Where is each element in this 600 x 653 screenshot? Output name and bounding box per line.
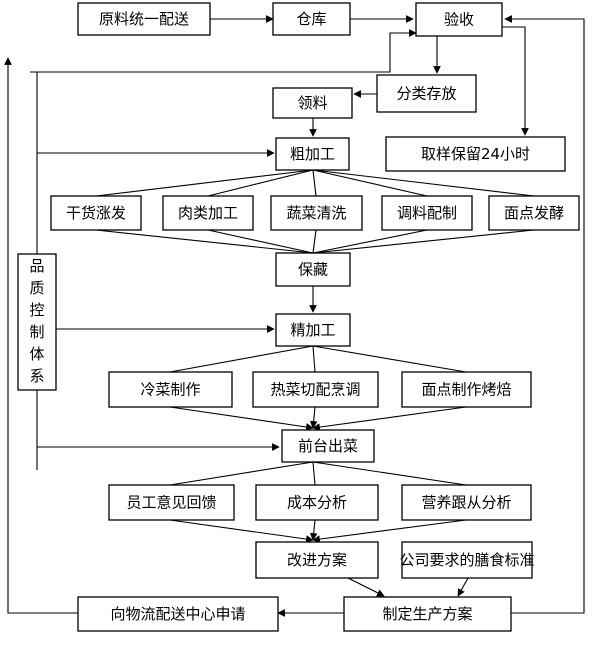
node-bake: 面点制作烤焙 — [401, 371, 532, 408]
edge-serve-nutrition — [312, 461, 467, 486]
edge-feedback-improve — [169, 519, 314, 543]
edge-fine-bake — [312, 345, 467, 373]
quality-control-box: 品 质 控 制 体 系 — [17, 253, 57, 391]
edge-nutrition-improve — [312, 519, 467, 543]
edge-standard-plan — [457, 577, 469, 597]
quality-char-3: 控 — [29, 301, 44, 319]
edge-rough-pastry — [312, 169, 535, 197]
node-rough: 粗加工 — [275, 137, 350, 171]
svg-text:改进方案: 改进方案 — [287, 551, 347, 569]
svg-text:干货涨发: 干货涨发 — [66, 204, 126, 222]
edge-rough-seasoning — [312, 169, 428, 197]
svg-text:前台出菜: 前台出菜 — [298, 437, 358, 455]
node-cost: 成本分析 — [255, 484, 379, 521]
node-requisition: 领料 — [272, 87, 353, 119]
svg-text:调料配制: 调料配制 — [397, 204, 457, 222]
node-improve: 改进方案 — [255, 541, 379, 579]
edge-serve-feedback — [169, 461, 314, 486]
edge-cold-serve — [169, 406, 314, 431]
edge-dry-storage — [95, 229, 314, 254]
edge-rough-veg — [312, 169, 317, 197]
edge-rough-meat — [207, 169, 314, 197]
svg-text:冷菜制作: 冷菜制作 — [140, 381, 200, 399]
quality-char-5: 体 — [29, 345, 44, 363]
edge-seasoning-storage — [312, 229, 428, 254]
svg-text:面点制作烤焙: 面点制作烤焙 — [421, 381, 511, 399]
svg-text:领料: 领料 — [297, 94, 327, 112]
edge-fine-cold — [169, 345, 314, 373]
svg-text:营养跟从分析: 营养跟从分析 — [421, 494, 511, 512]
edge-serve-cost — [312, 461, 316, 486]
edges — [4, 15, 585, 617]
svg-text:取样保留24小时: 取样保留24小时 — [421, 145, 530, 163]
svg-text:制定生产方案: 制定生产方案 — [382, 605, 472, 623]
svg-text:公司要求的膳食标准: 公司要求的膳食标准 — [399, 551, 534, 569]
svg-text:员工意见回馈: 员工意见回馈 — [126, 494, 216, 512]
edge-rough-dry — [95, 169, 314, 197]
node-sample: 取样保留24小时 — [385, 136, 566, 172]
node-feedback: 员工意见回馈 — [108, 484, 235, 521]
node-inspect: 验收 — [415, 2, 503, 37]
node-logistics: 向物流配送中心申请 — [77, 596, 279, 632]
edge-meat-storage — [207, 229, 314, 254]
svg-text:向物流配送中心申请: 向物流配送中心申请 — [110, 605, 245, 623]
node-seasoning: 调料配制 — [381, 195, 473, 231]
edge-cost-improve — [309, 519, 318, 541]
svg-text:验收: 验收 — [444, 11, 474, 29]
node-dry: 干货涨发 — [50, 195, 142, 231]
edge-logistics-raw — [4, 57, 78, 614]
node-serve: 前台出菜 — [281, 429, 375, 463]
edge-veg-storage — [312, 229, 317, 254]
node-nutrition: 营养跟从分析 — [401, 484, 532, 521]
edge-plan-inspect — [504, 15, 585, 614]
node-classify: 分类存放 — [376, 74, 477, 113]
quality-char-6: 系 — [29, 367, 44, 385]
svg-text:保藏: 保藏 — [298, 261, 328, 279]
edge-pastry-storage — [312, 229, 535, 254]
node-standard: 公司要求的膳食标准 — [399, 541, 535, 579]
svg-text:蔬菜清洗: 蔬菜清洗 — [286, 204, 346, 222]
node-raw: 原料统一配送 — [77, 2, 211, 36]
svg-text:热菜切配烹调: 热菜切配烹调 — [270, 381, 360, 399]
svg-text:肉类加工: 肉类加工 — [178, 204, 238, 222]
svg-text:面点发酵: 面点发酵 — [504, 204, 564, 222]
node-pastry: 面点发酵 — [488, 195, 580, 231]
quality-char-2: 质 — [29, 279, 44, 297]
node-hot: 热菜切配烹调 — [252, 371, 379, 408]
svg-text:原料统一配送: 原料统一配送 — [99, 10, 189, 28]
svg-text:分类存放: 分类存放 — [396, 85, 456, 103]
svg-text:粗加工: 粗加工 — [290, 145, 335, 163]
svg-text:仓库: 仓库 — [296, 10, 326, 28]
edge-inspect-sample — [502, 26, 529, 136]
edge-fine-hot — [312, 345, 316, 373]
node-plan: 制定生产方案 — [343, 596, 512, 632]
node-fine: 精加工 — [275, 313, 351, 347]
edge-hot-serve — [309, 406, 318, 429]
node-meat: 肉类加工 — [162, 195, 254, 231]
node-cold: 冷菜制作 — [108, 371, 233, 408]
quality-char-1: 品 — [29, 257, 44, 275]
svg-text:精加工: 精加工 — [290, 321, 335, 339]
edge-improve-plan — [347, 577, 385, 597]
quality-char-4: 制 — [29, 323, 44, 341]
node-veg: 蔬菜清洗 — [270, 195, 363, 231]
svg-text:成本分析: 成本分析 — [287, 494, 347, 512]
edge-quality-inspect — [30, 29, 417, 73]
node-warehouse: 仓库 — [272, 2, 351, 36]
edge-bake-serve — [312, 406, 467, 431]
node-storage: 保藏 — [275, 252, 351, 287]
